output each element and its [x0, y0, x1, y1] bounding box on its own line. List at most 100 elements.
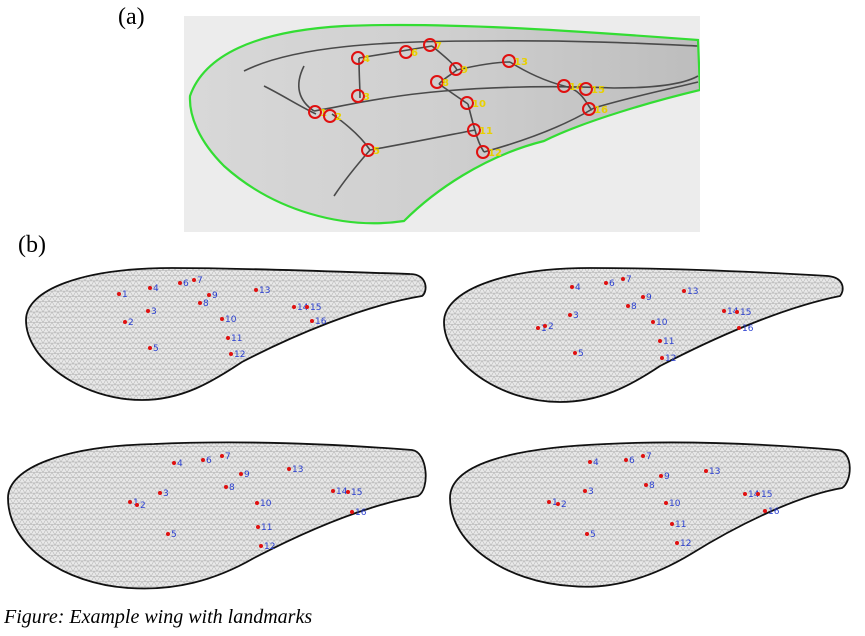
mesh-landmark-dot	[146, 309, 150, 313]
photo-landmark-label: 15	[591, 85, 605, 96]
mesh-landmark-dot	[675, 541, 679, 545]
mesh-landmark-dot	[310, 319, 314, 323]
mesh-landmark-dot	[226, 336, 230, 340]
photo-landmark-label: 6	[411, 48, 418, 59]
photo-landmark-marker	[351, 51, 365, 65]
mesh-landmark-label: 2	[128, 318, 134, 328]
photo-landmark-marker	[423, 38, 437, 52]
mesh-landmark-dot	[570, 285, 574, 289]
figure-caption: Figure: Example wing with landmarks	[4, 606, 313, 628]
mesh-landmark-dot	[641, 454, 645, 458]
mesh-landmark-dot	[644, 483, 648, 487]
mesh-landmark-dot	[659, 474, 663, 478]
mesh-landmark-label: 2	[548, 322, 554, 332]
mesh-landmark-dot	[172, 461, 176, 465]
mesh-landmark-label: 8	[631, 302, 637, 312]
mesh-landmark-label: 15	[310, 303, 321, 313]
mesh-landmark-label: 3	[588, 487, 594, 497]
mesh-landmark-dot	[704, 469, 708, 473]
mesh-wing-outline	[449, 441, 851, 588]
mesh-landmark-dot	[229, 352, 233, 356]
mesh-landmark-label: 11	[663, 337, 674, 347]
mesh-landmark-dot	[756, 492, 760, 496]
photo-landmark-label: 13	[514, 57, 528, 68]
mesh-landmark-dot	[220, 317, 224, 321]
mesh-landmark-label: 11	[231, 334, 242, 344]
mesh-landmark-label: 6	[206, 456, 212, 466]
mesh-landmark-label: 1	[541, 324, 547, 334]
photo-landmark-label: 2	[335, 112, 342, 123]
mesh-landmark-label: 1	[133, 498, 139, 508]
mesh-landmark-dot	[626, 304, 630, 308]
mesh-landmark-dot	[207, 293, 211, 297]
mesh-landmark-label: 2	[140, 501, 146, 511]
photo-landmark-marker	[467, 123, 481, 137]
mesh-triangulation	[444, 268, 843, 402]
mesh-landmark-dot	[198, 301, 202, 305]
mesh-landmark-label: 15	[740, 308, 751, 318]
mesh-landmark-label: 4	[575, 283, 581, 293]
mesh-landmark-dot	[651, 320, 655, 324]
mesh-landmark-label: 1	[122, 290, 128, 300]
mesh-landmark-dot	[621, 277, 625, 281]
mesh-landmark-label: 10	[656, 318, 668, 328]
mesh-landmark-dot	[641, 295, 645, 299]
photo-landmark-label: 11	[479, 126, 493, 137]
mesh-landmark-dot	[254, 288, 258, 292]
mesh-triangulation	[8, 442, 426, 589]
mesh-landmark-dot	[585, 532, 589, 536]
mesh-landmark-dot	[350, 510, 354, 514]
mesh-landmark-label: 12	[665, 354, 676, 364]
mesh-landmark-dot	[536, 326, 540, 330]
mesh-landmark-dot	[292, 305, 296, 309]
photo-landmark-label: 8	[442, 78, 449, 89]
mesh-landmark-dot	[722, 309, 726, 313]
mesh-landmark-label: 14	[727, 307, 739, 317]
mesh-landmark-label: 14	[297, 303, 309, 313]
photo-landmark-label: 3	[363, 92, 370, 103]
wing-veins	[243, 40, 699, 197]
mesh-landmark-label: 8	[229, 483, 235, 493]
mesh-landmark-label: 11	[675, 520, 686, 530]
mesh-landmark-label: 2	[561, 500, 567, 510]
mesh-landmark-label: 7	[646, 452, 652, 462]
mesh-landmark-dot	[346, 490, 350, 494]
photo-landmark-marker	[557, 79, 571, 93]
mesh-landmark-dot	[148, 346, 152, 350]
photo-landmark-label: 10	[472, 99, 486, 110]
mesh-landmark-dot	[128, 500, 132, 504]
mesh-landmark-dot	[256, 525, 260, 529]
mesh-landmark-label: 13	[259, 286, 270, 296]
mesh-landmark-dot	[259, 544, 263, 548]
mesh-landmark-label: 4	[177, 459, 183, 469]
mesh-landmark-dot	[166, 532, 170, 536]
mesh-landmark-label: 8	[649, 481, 655, 491]
mesh-landmark-dot	[135, 503, 139, 507]
mesh-landmark-dot	[658, 339, 662, 343]
photo-landmark-marker	[361, 143, 375, 157]
mesh-landmark-dot	[556, 502, 560, 506]
mesh-landmark-label: 1	[552, 498, 558, 508]
mesh-landmark-label: 16	[355, 508, 367, 518]
mesh-landmark-dot	[583, 489, 587, 493]
mesh-landmark-label: 12	[680, 539, 691, 549]
mesh-landmark-label: 16	[768, 507, 780, 517]
photo-landmark-label: 4	[363, 54, 370, 65]
photo-landmark-marker	[399, 45, 413, 59]
mesh-wing-outline	[443, 267, 844, 403]
mesh-landmark-label: 5	[153, 344, 159, 354]
mesh-landmark-dot	[573, 351, 577, 355]
photo-landmark-marker	[351, 89, 365, 103]
mesh-landmark-label: 6	[629, 456, 635, 466]
photo-landmark-marker	[582, 102, 596, 116]
photo-landmark-label: 16	[594, 105, 608, 116]
mesh-landmark-label: 12	[234, 350, 245, 360]
mesh-landmark-dot	[735, 310, 739, 314]
mesh-landmark-dot	[331, 489, 335, 493]
photo-landmark-marker	[323, 109, 337, 123]
mesh-landmark-label: 6	[609, 279, 615, 289]
